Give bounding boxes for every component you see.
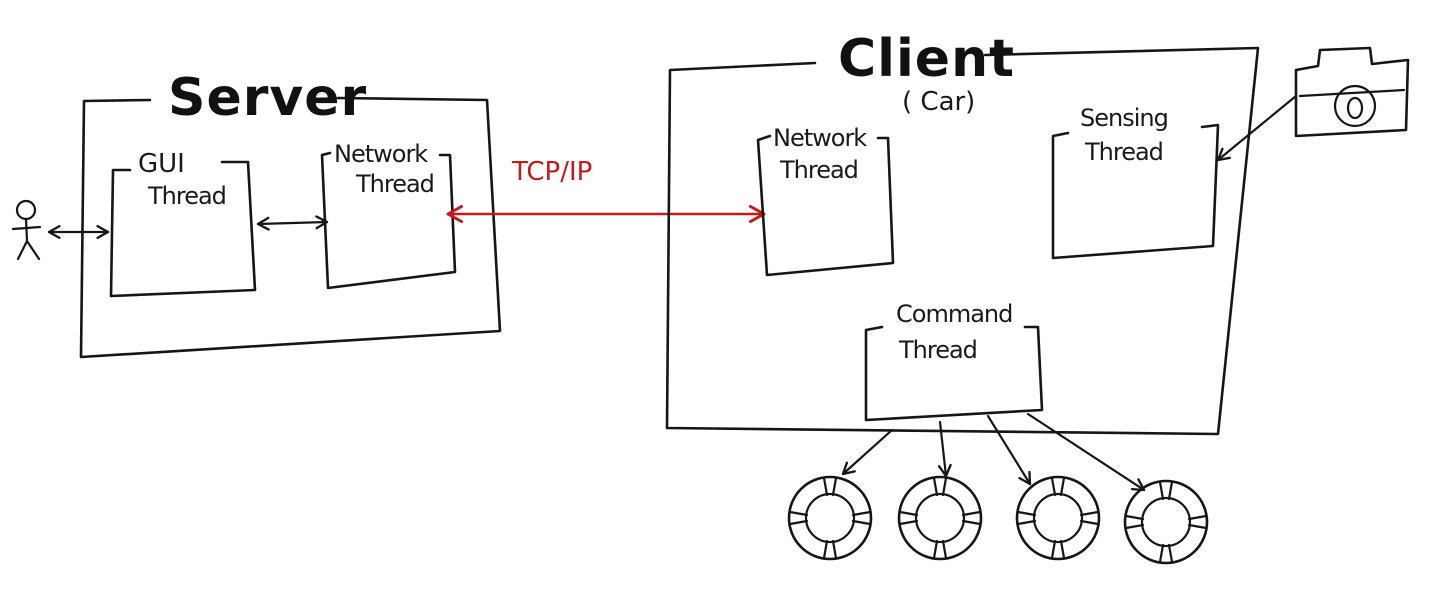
client-network-thread-label-1: Network xyxy=(773,124,867,152)
sensing-thread-label-2: Thread xyxy=(1084,138,1163,166)
client-network-thread-label-2: Thread xyxy=(779,156,858,184)
tcp-ip-label: TCP/IP xyxy=(511,157,592,187)
camera-icon xyxy=(1294,46,1410,138)
command-thread-label-2: Thread xyxy=(898,336,977,364)
client-title: Client xyxy=(838,29,1015,89)
wheel-icon xyxy=(1015,475,1101,561)
wheel-icon xyxy=(1123,479,1209,565)
command-thread-box: Command Thread xyxy=(864,300,1044,422)
sensing-thread-box: Sensing Thread xyxy=(1051,104,1220,260)
client-subtitle: ( Car) xyxy=(902,87,975,117)
client-network-thread-box: Network Thread xyxy=(756,124,895,277)
command-wheel-3-arrow xyxy=(986,414,1032,486)
command-wheel-4-arrow xyxy=(1026,412,1146,492)
command-thread-label-1: Command xyxy=(896,300,1012,328)
server-box: Server xyxy=(79,68,502,359)
server-network-thread-label-1: Network xyxy=(334,140,428,168)
server-network-thread-box: Network Thread xyxy=(320,140,457,290)
gui-network-arrow xyxy=(256,215,329,231)
server-title: Server xyxy=(168,68,367,128)
sensing-thread-label-1: Sensing xyxy=(1080,104,1168,132)
gui-thread-box: GUI Thread xyxy=(109,149,257,298)
camera-sensing-arrow xyxy=(1216,94,1298,162)
gui-thread-label-1: GUI xyxy=(138,149,185,179)
wheel-icon xyxy=(897,475,983,561)
command-wheel-2-arrow xyxy=(937,420,952,478)
command-wheel-1-arrow xyxy=(841,428,894,476)
client-box: Client ( Car) xyxy=(665,29,1260,436)
server-network-thread-label-2: Thread xyxy=(355,170,434,198)
person-icon xyxy=(11,199,42,261)
gui-thread-label-2: Thread xyxy=(147,182,226,210)
wheel-icon xyxy=(787,475,873,561)
